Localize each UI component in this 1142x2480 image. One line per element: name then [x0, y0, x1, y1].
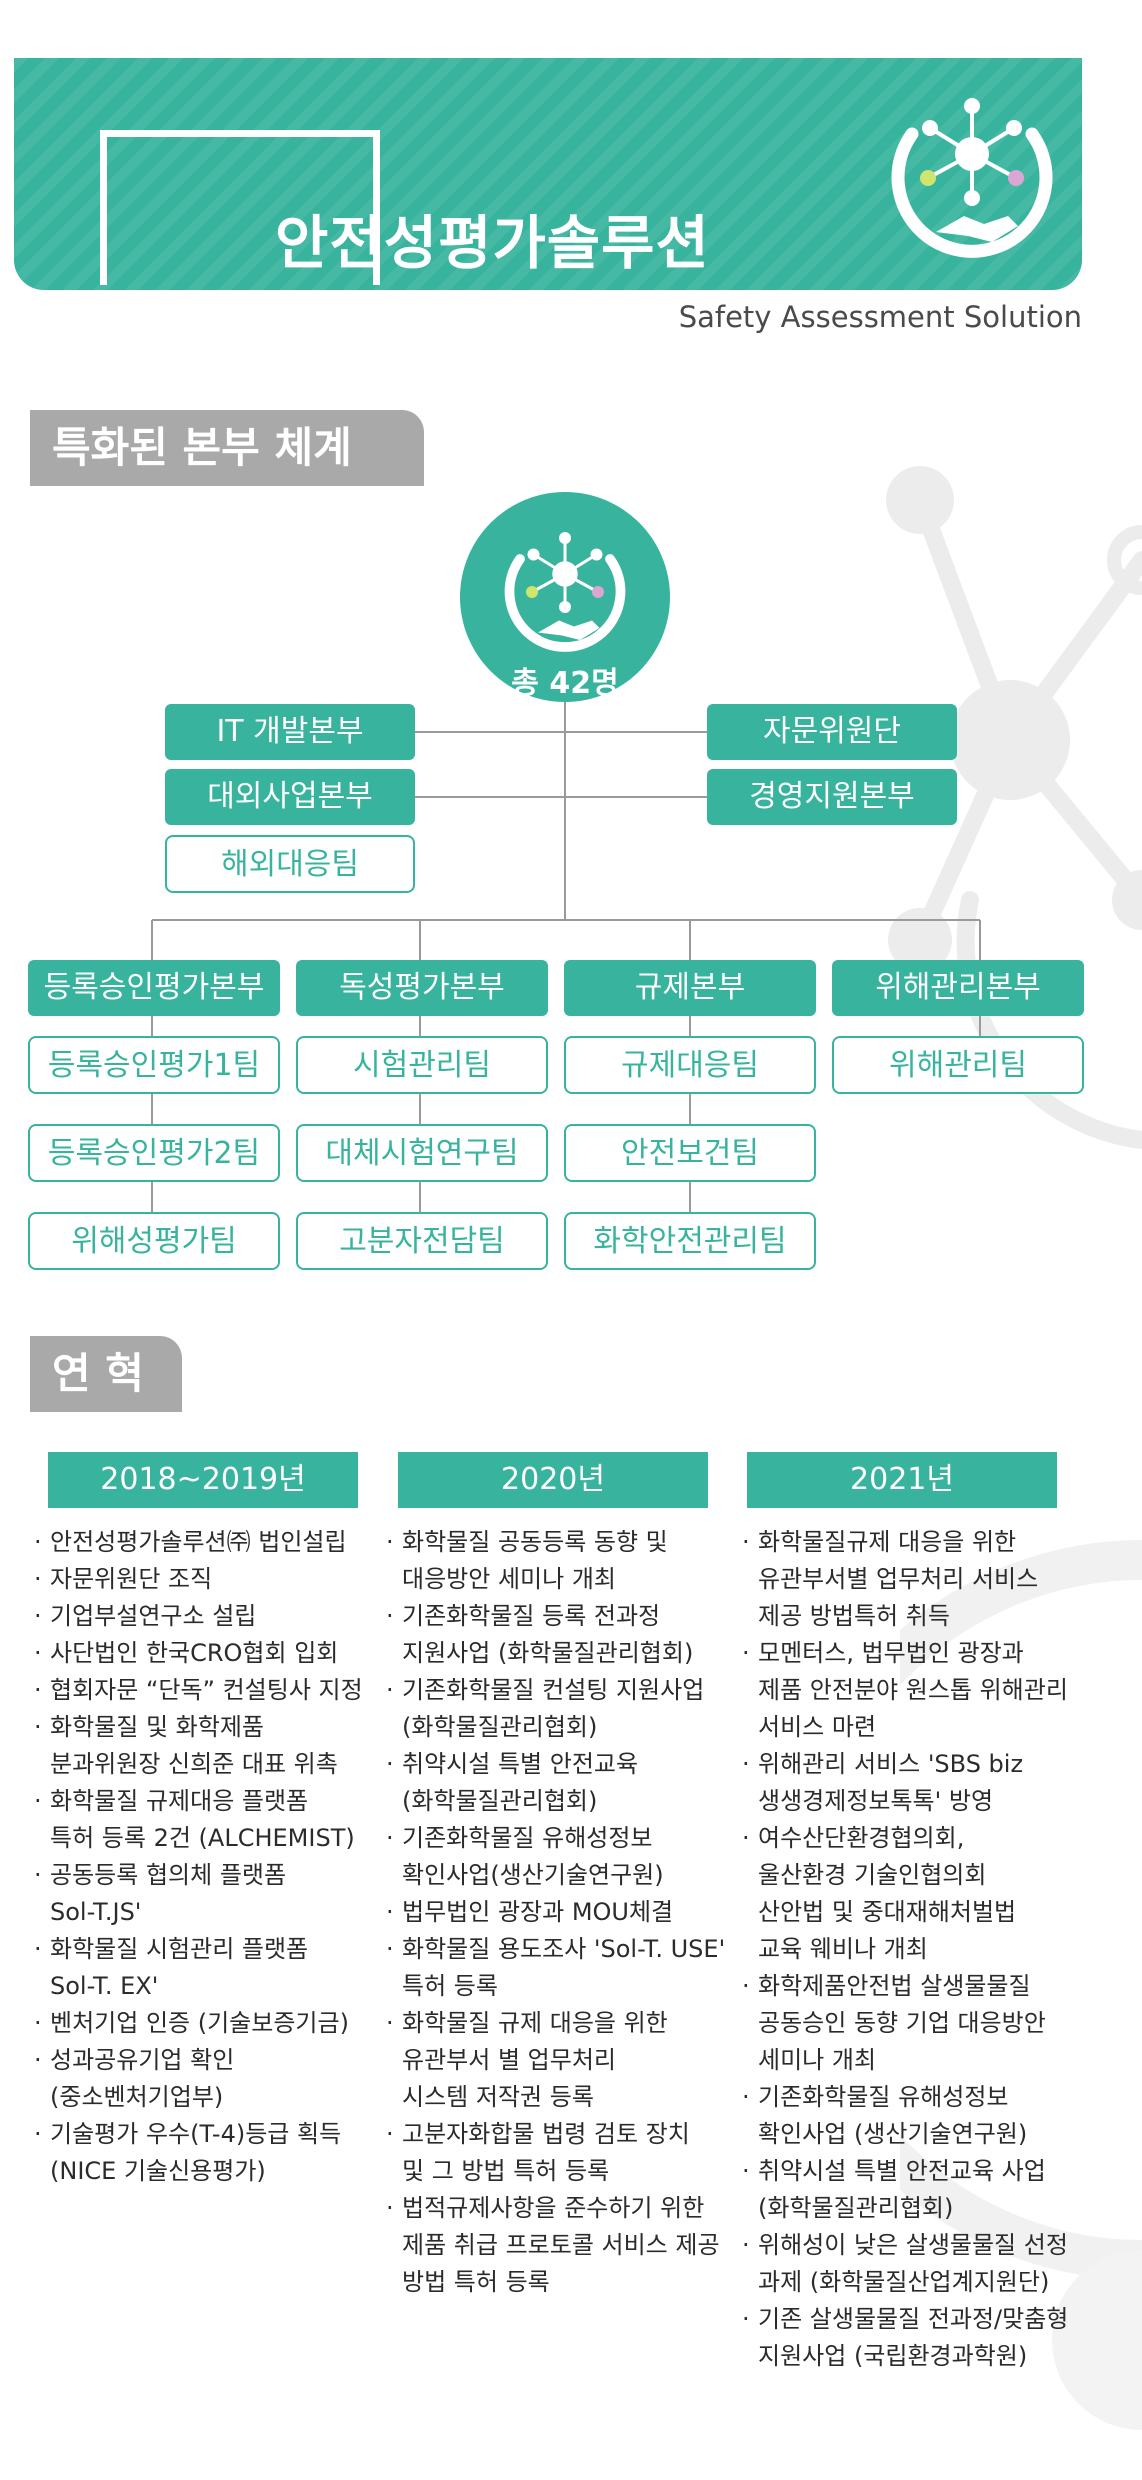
org-team: 안전보건팀	[564, 1124, 816, 1182]
org-chart-connectors	[151, 700, 981, 1242]
history-item: 위해성이 낮은 살생물물질 선정 과제 (화학물질산업계지원단)	[742, 2227, 1102, 2301]
org-team: 등록승인평가2팀	[28, 1124, 280, 1182]
history-item: 화학물질 및 화학제품 분과위원장 신희준 대표 위촉	[34, 1709, 374, 1783]
history-item: 사단법인 한국CRO협회 입회	[34, 1635, 374, 1672]
history-item: 기술평가 우수(T-4)등급 획득 (NICE 기술신용평가)	[34, 2116, 374, 2190]
org-division-risk: 위해관리본부	[832, 960, 1084, 1016]
history-item: 기존화학물질 유해성정보 확인사업(생산기술연구원)	[386, 1820, 736, 1894]
history-item: 법적규제사항을 준수하기 위한 제품 취급 프로토콜 서비스 제공 방법 특허 …	[386, 2190, 736, 2301]
header-banner	[14, 58, 1082, 290]
org-team: 화학안전관리팀	[564, 1212, 816, 1270]
history-item: 기존화학물질 등록 전과정 지원사업 (화학물질관리협회)	[386, 1598, 736, 1672]
org-unit-it: IT 개발본부	[165, 704, 415, 760]
history-item: 기업부설연구소 설립	[34, 1598, 374, 1635]
history-item: 화학물질 시험관리 플랫폼 Sol-T. EX'	[34, 1931, 374, 2005]
org-team: 고분자전담팀	[296, 1212, 548, 1270]
history-item: 모멘터스, 법무법인 광장과 제품 안전분야 원스톱 위해관리 서비스 마련	[742, 1635, 1102, 1746]
history-item: 기존 살생물물질 전과정/맞춤형 지원사업 (국립환경과학원)	[742, 2301, 1102, 2375]
molecule-handshake-logo-icon	[891, 98, 1053, 258]
org-team: 대체시험연구팀	[296, 1124, 548, 1182]
org-unit-advisory: 자문위원단	[707, 704, 957, 760]
org-unit-management: 경영지원본부	[707, 769, 957, 825]
org-division-registration: 등록승인평가본부	[28, 960, 280, 1016]
history-list-2020: 화학물질 공동등록 동향 및 대응방안 세미나 개최 기존화학물질 등록 전과정…	[386, 1524, 736, 2301]
org-team: 규제대응팀	[564, 1036, 816, 1094]
year-header: 2020년	[398, 1452, 708, 1508]
history-item: 성과공유기업 확인 (중소벤처기업부)	[34, 2042, 374, 2116]
page-subtitle: Safety Assessment Solution	[678, 300, 1082, 334]
org-team: 위해성평가팀	[28, 1212, 280, 1270]
history-item: 화학물질 용도조사 'Sol-T. USE' 특허 등록	[386, 1931, 736, 2005]
history-item: 화학물질규제 대응을 위한 유관부서별 업무처리 서비스 제공 방법특허 취득	[742, 1524, 1102, 1635]
history-item: 공동등록 협의체 플랫폼 Sol-T.JS'	[34, 1857, 374, 1931]
history-item: 화학물질 규제 대응을 위한 유관부서 별 업무처리 시스템 저작권 등록	[386, 2005, 736, 2116]
history-item: 화학물질 규제대응 플랫폼 특허 등록 2건 (ALCHEMIST)	[34, 1783, 374, 1857]
org-division-regulation: 규제본부	[564, 960, 816, 1016]
year-header: 2021년	[747, 1452, 1057, 1508]
history-item: 기존화학물질 유해성정보 확인사업 (생산기술연구원)	[742, 2079, 1102, 2153]
history-item: 위해관리 서비스 'SBS biz 생생경제정보톡톡' 방영	[742, 1746, 1102, 1820]
history-item: 취약시설 특별 안전교육 사업 (화학물질관리협회)	[742, 2153, 1102, 2227]
molecule-handshake-icon	[504, 532, 626, 652]
history-item: 취약시설 특별 안전교육 (화학물질관리협회)	[386, 1746, 736, 1820]
history-item: 협회자문 “단독” 컨설팅사 지정	[34, 1672, 374, 1709]
org-team: 위해관리팀	[832, 1036, 1084, 1094]
section-header-history: 연 혁	[30, 1336, 182, 1412]
history-item: 화학물질 공동등록 동향 및 대응방안 세미나 개최	[386, 1524, 736, 1598]
total-staff-count: 총 42명	[511, 666, 619, 701]
history-item: 자문위원단 조직	[34, 1561, 374, 1598]
history-item: 안전성평가솔루션㈜ 법인설립	[34, 1524, 374, 1561]
history-item: 고분자화합물 법령 검토 장치 및 그 방법 특허 등록	[386, 2116, 736, 2190]
year-header: 2018~2019년	[48, 1452, 358, 1508]
org-team-overseas: 해외대응팀	[165, 835, 415, 893]
history-item: 화학제품안전법 살생물물질 공동승인 동향 기업 대응방안 세미나 개최	[742, 1968, 1102, 2079]
history-list-2018-2019: 안전성평가솔루션㈜ 법인설립 자문위원단 조직 기업부설연구소 설립 사단법인 …	[34, 1524, 374, 2190]
history-list-2021: 화학물질규제 대응을 위한 유관부서별 업무처리 서비스 제공 방법특허 취득 …	[742, 1524, 1102, 2375]
history-item: 법무법인 광장과 MOU체결	[386, 1894, 736, 1931]
page-title: 안전성평가솔루션	[275, 209, 710, 277]
history-item: 벤처기업 인증 (기술보증기금)	[34, 2005, 374, 2042]
org-team: 시험관리팀	[296, 1036, 548, 1094]
section-header-org: 특화된 본부 체계	[30, 410, 424, 486]
org-unit-external: 대외사업본부	[165, 769, 415, 825]
org-team: 등록승인평가1팀	[28, 1036, 280, 1094]
banner-bracket-frame	[100, 130, 380, 285]
org-division-toxicity: 독성평가본부	[296, 960, 548, 1016]
history-item: 여수산단환경협의회, 울산환경 기술인협의회 산안법 및 중대재해처벌법 교육 …	[742, 1820, 1102, 1968]
history-item: 기존화학물질 컨설팅 지원사업 (화학물질관리협회)	[386, 1672, 736, 1746]
